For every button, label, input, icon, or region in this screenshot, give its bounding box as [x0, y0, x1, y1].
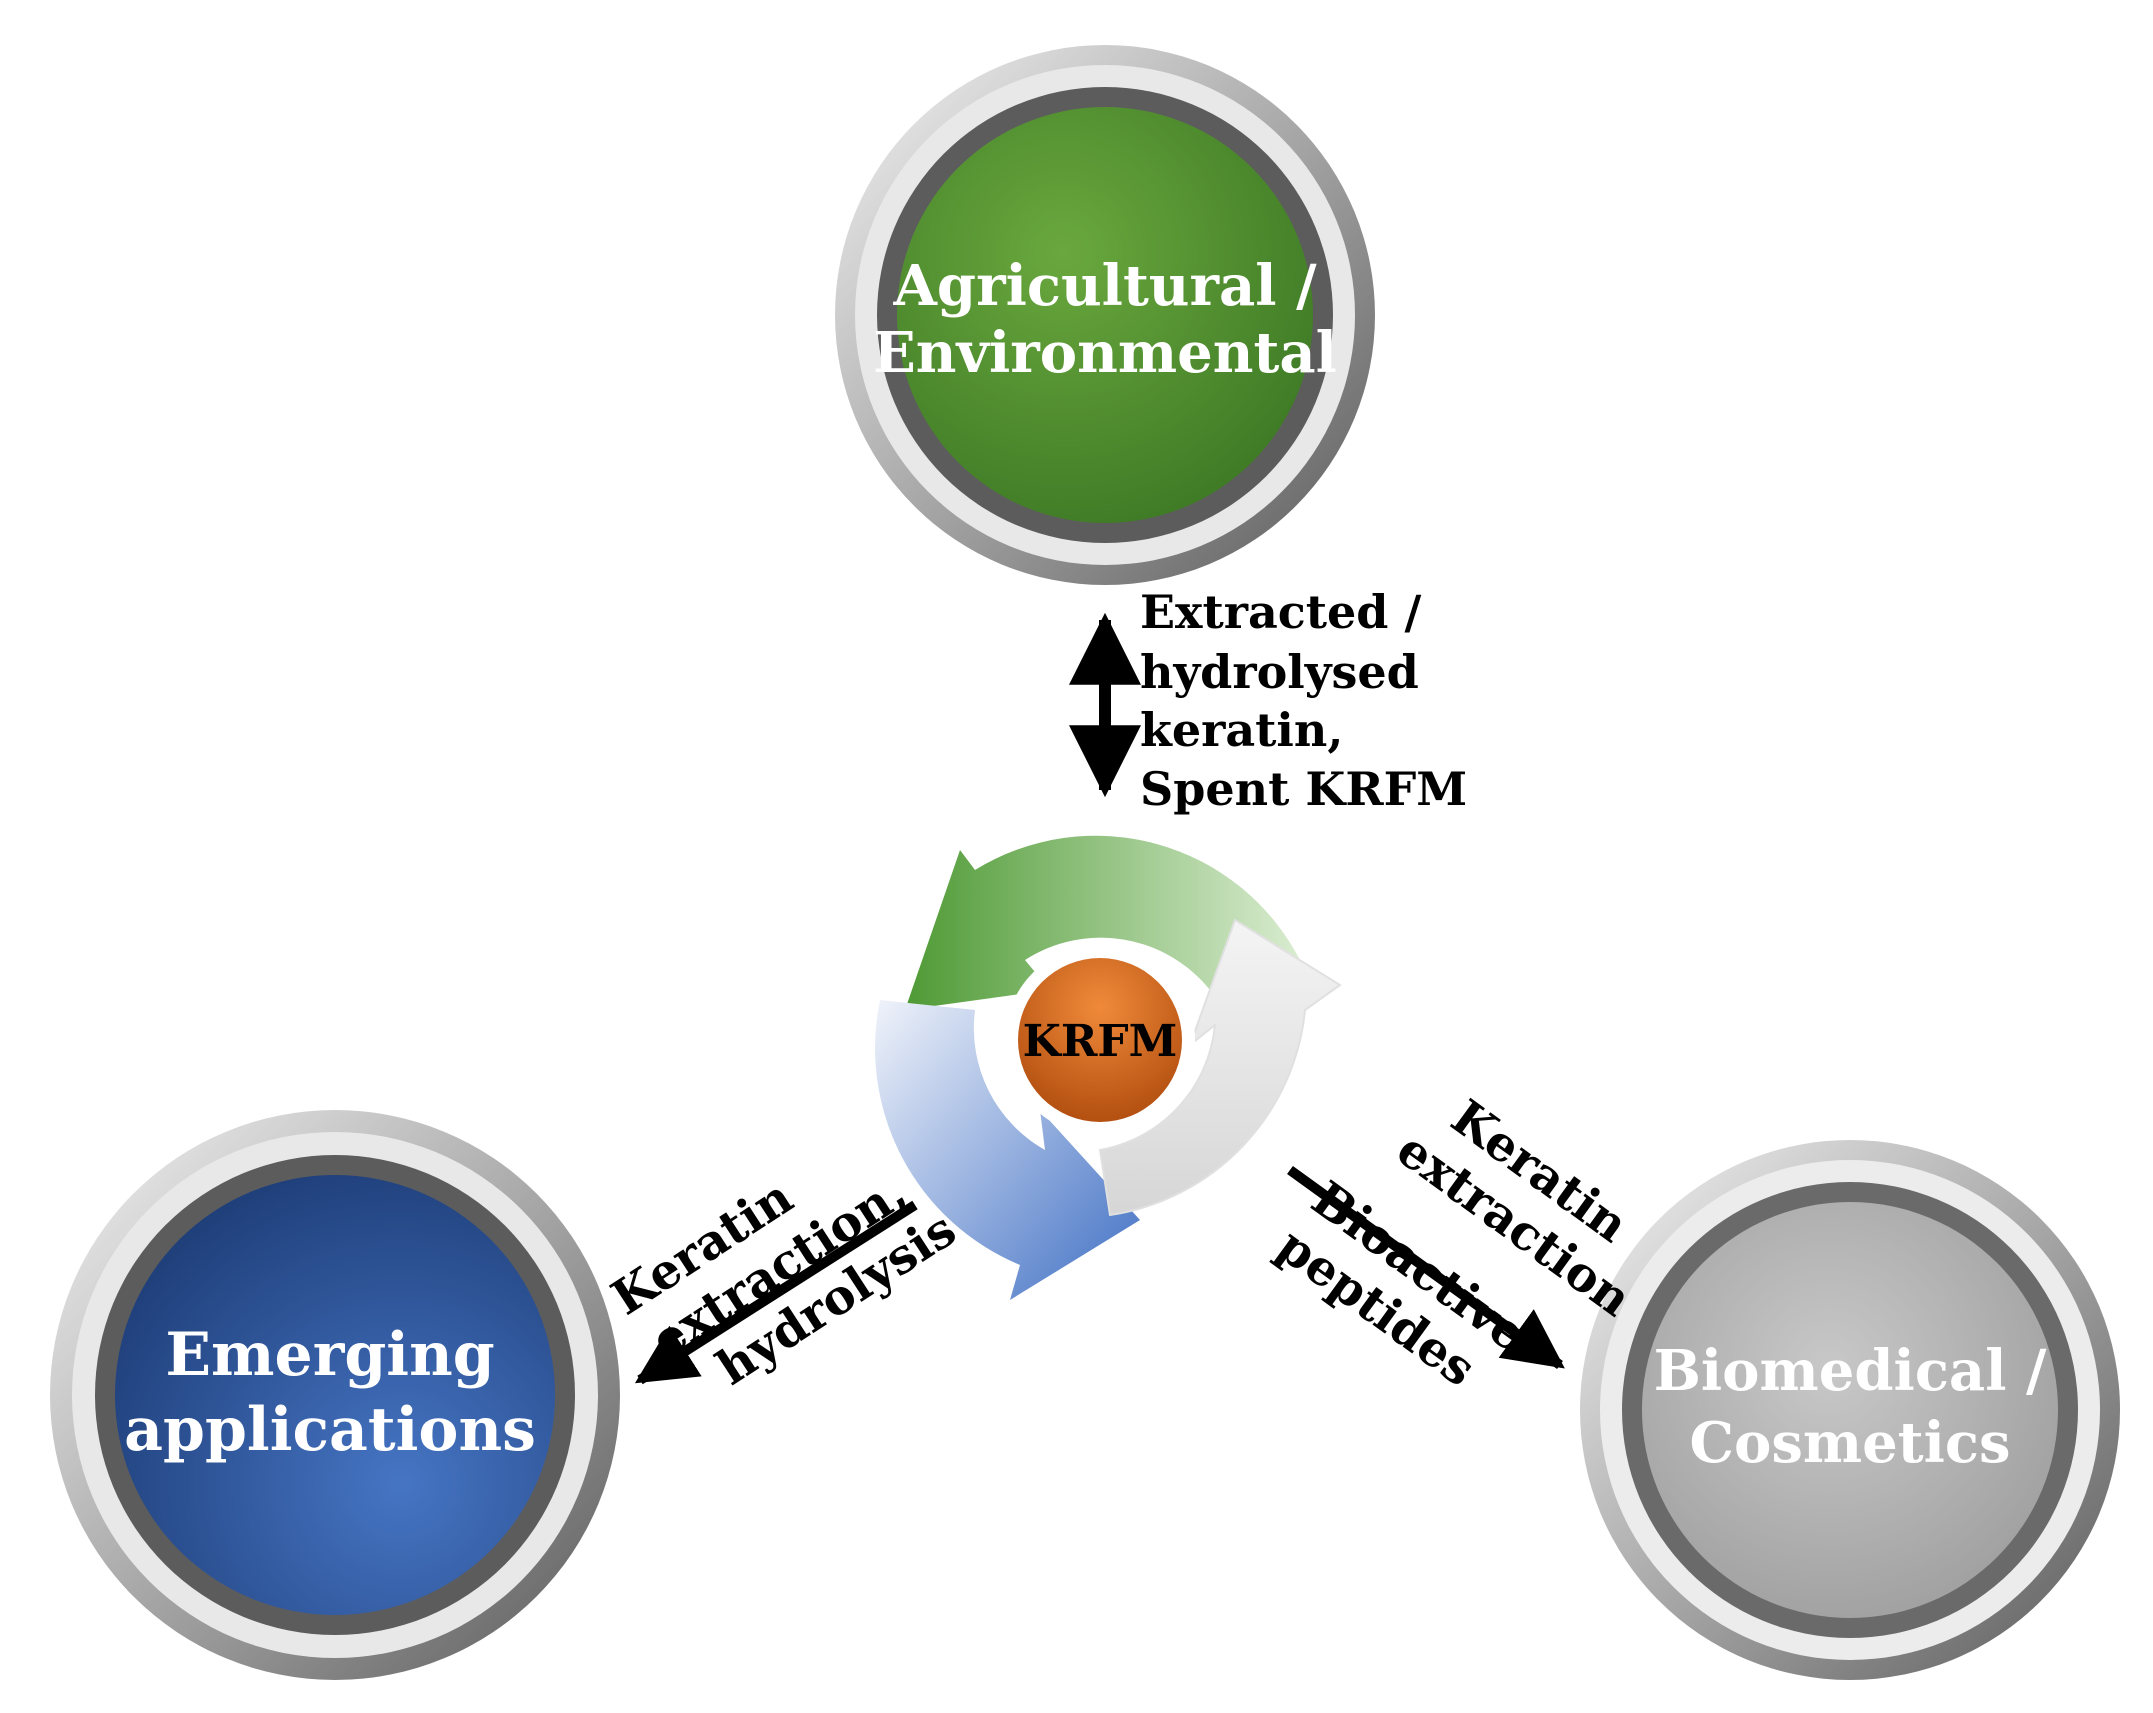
- agricultural-label-line1: Agricultural /: [892, 253, 1317, 319]
- green-cycle-arrow: [905, 835, 1300, 1010]
- agricultural-environmental-node: Agricultural / Environmental: [835, 45, 1375, 585]
- emerging-disc: [115, 1175, 555, 1615]
- top-edge-label: Extracted / hydrolysed keratin, Spent KR…: [1140, 585, 1467, 816]
- biomedical-label-line1: Biomedical /: [1654, 1338, 2047, 1404]
- biomedical-disc: [1642, 1202, 2058, 1618]
- emerging-label-line1: Emerging: [165, 1320, 494, 1390]
- emerging-label-line2: applications: [124, 1395, 536, 1465]
- biomedical-cosmetics-node: Biomedical / Cosmetics: [1580, 1140, 2120, 1680]
- top-edge-line4: Spent KRFM: [1140, 762, 1467, 816]
- blue-cycle-arrow: [875, 1000, 1140, 1300]
- grey-cycle-arrow: [1098, 918, 1342, 1217]
- top-edge-line3: keratin,: [1140, 703, 1343, 757]
- emerging-applications-node: Emerging applications: [50, 1110, 620, 1680]
- top-edge-line1: Extracted /: [1140, 585, 1421, 639]
- top-edge-line2: hydrolysed: [1140, 645, 1419, 699]
- right-arrow: [1287, 1165, 1565, 1370]
- biomedical-label-line2: Cosmetics: [1689, 1410, 2010, 1476]
- left-arrow: [634, 1200, 918, 1385]
- krfm-cycle: KRFM: [875, 835, 1342, 1300]
- agricultural-label-line2: Environmental: [873, 320, 1337, 386]
- krfm-center-disc: [1018, 958, 1182, 1122]
- krfm-center-label: KRFM: [1023, 1016, 1178, 1067]
- agricultural-disc: [897, 107, 1313, 523]
